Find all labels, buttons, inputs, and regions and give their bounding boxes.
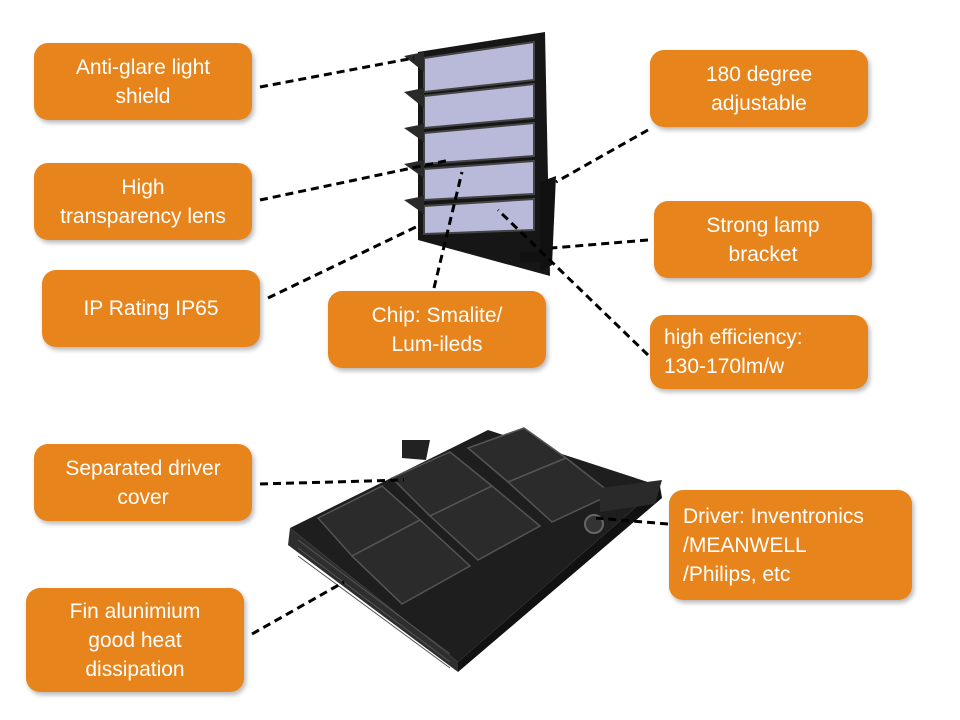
leader-lines: [251, 56, 669, 636]
callout-efficiency-text: high efficiency: 130-170lm/w: [664, 326, 803, 378]
callout-chip: Chip: Smalite/ Lum-ileds: [328, 291, 546, 368]
callout-transparency: High transparency lens: [34, 163, 252, 240]
callout-chip-text: Chip: Smalite/ Lum-ileds: [371, 303, 503, 356]
callout-anti-glare-text: Anti-glare light shield: [75, 55, 211, 108]
fin-grille: [297, 539, 451, 669]
callout-driver: Driver: Inventronics /MEANWELL /Philips,…: [669, 490, 912, 600]
callout-adjustable-text: 180 degree adjustable: [705, 62, 813, 115]
callout-fin-text: Fin alunimium good heat dissipation: [69, 599, 201, 681]
lamp-front-view: [404, 32, 556, 276]
callout-transparency-text: High transparency lens: [60, 175, 226, 228]
callout-ip-rating-text: IP Rating IP65: [83, 297, 219, 320]
callout-driver-cover-text: Separated driver cover: [65, 456, 221, 509]
callout-efficiency: high efficiency: 130-170lm/w: [650, 315, 868, 389]
callout-driver-text: Driver: Inventronics /MEANWELL /Philips,…: [683, 504, 864, 586]
callout-anti-glare: Anti-glare light shield: [34, 43, 252, 120]
callout-bracket-text: Strong lamp bracket: [706, 213, 820, 266]
callout-bracket: Strong lamp bracket: [654, 201, 872, 278]
lamp-back-view: [288, 427, 662, 672]
callout-ip-rating: IP Rating IP65: [42, 270, 260, 347]
driver-covers: [316, 427, 614, 605]
callout-fin: Fin alunimium good heat dissipation: [26, 588, 244, 692]
callout-driver-cover: Separated driver cover: [34, 444, 252, 521]
anti-glare-shields: [404, 52, 424, 214]
callout-adjustable: 180 degree adjustable: [650, 50, 868, 127]
led-panels: [423, 40, 535, 236]
